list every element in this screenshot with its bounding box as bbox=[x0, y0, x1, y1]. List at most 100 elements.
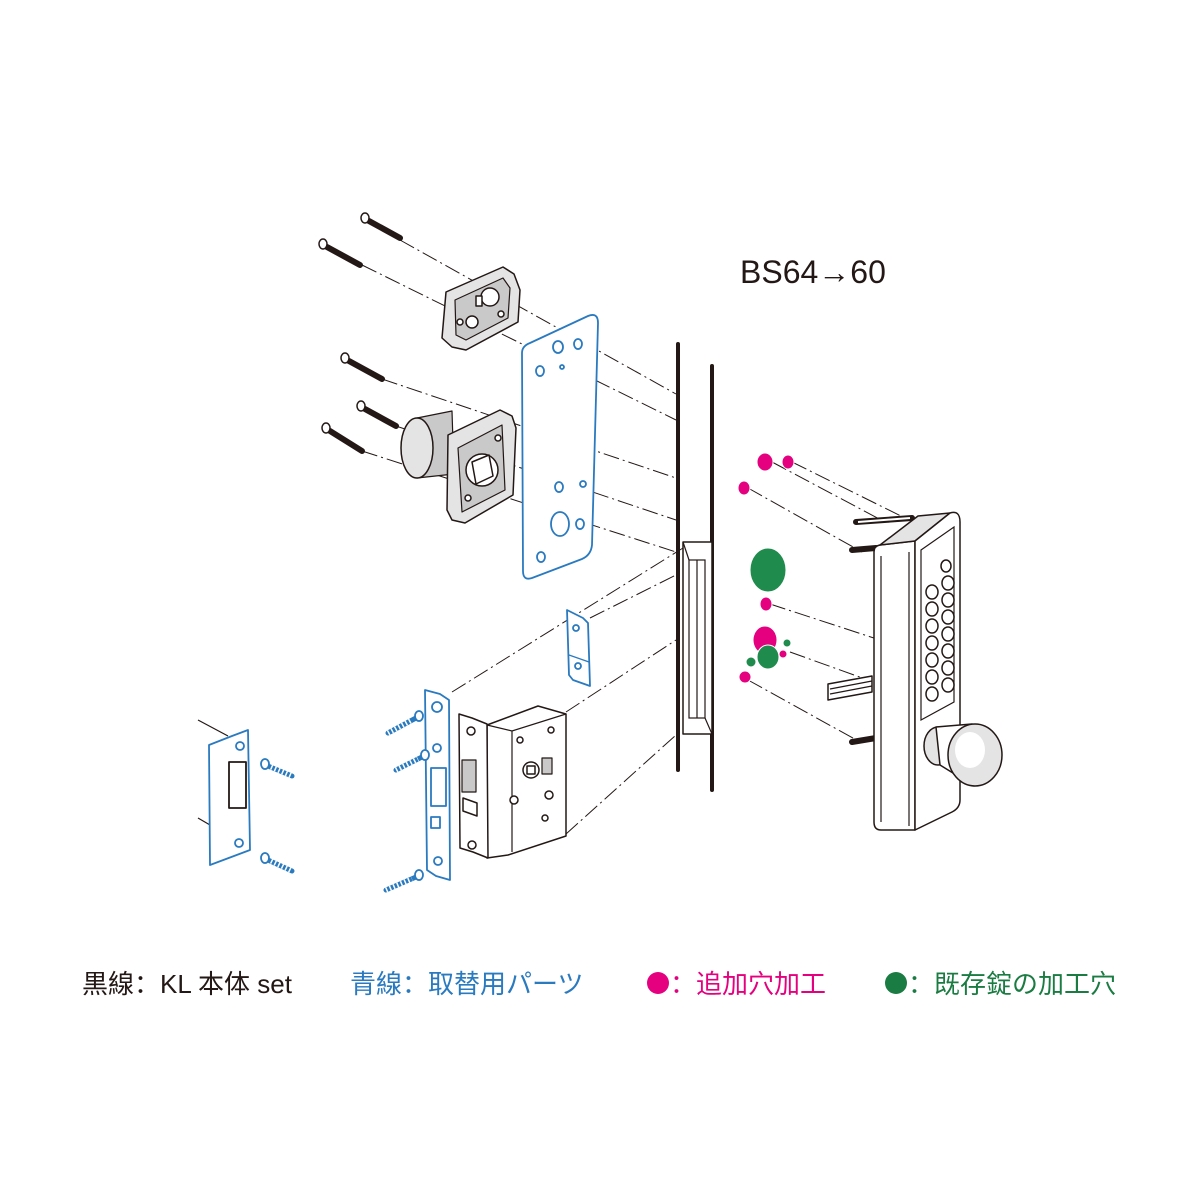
keypad-button bbox=[925, 618, 939, 634]
keypad-panel bbox=[920, 525, 955, 722]
plate-hole bbox=[536, 551, 546, 563]
guide-line bbox=[395, 425, 677, 521]
front-plate-hole bbox=[467, 840, 477, 850]
rosette-hole bbox=[480, 287, 500, 307]
spindle-line bbox=[829, 685, 873, 695]
middle-screws bbox=[321, 352, 399, 454]
screw-head bbox=[340, 352, 350, 364]
blue-strike-tongue bbox=[566, 609, 591, 687]
guide-line bbox=[769, 603, 881, 641]
knob-highlight bbox=[955, 732, 985, 768]
plate-hole bbox=[559, 364, 565, 370]
guide-line bbox=[789, 651, 869, 681]
plate-hole bbox=[575, 518, 585, 530]
screw-head bbox=[414, 869, 424, 881]
strike-tongue-fold bbox=[568, 654, 590, 663]
keypad-button bbox=[941, 575, 955, 591]
door-section bbox=[676, 342, 714, 792]
screw-head bbox=[414, 710, 424, 722]
frame-edge-line bbox=[197, 817, 211, 826]
mortise-lock bbox=[458, 705, 567, 859]
keypad-button bbox=[941, 592, 955, 608]
spindle-line bbox=[829, 680, 873, 690]
guide-line bbox=[399, 239, 677, 395]
top-rosette bbox=[441, 266, 521, 351]
guide-line bbox=[565, 639, 677, 713]
plate-hole bbox=[535, 365, 545, 377]
rosette-slot bbox=[475, 295, 483, 307]
blue-back-plate bbox=[521, 314, 599, 580]
face-plate-hole bbox=[432, 743, 442, 753]
top-screws bbox=[318, 212, 403, 268]
plate-spindle-hole bbox=[550, 511, 570, 537]
strike-tongue-outline bbox=[566, 609, 591, 687]
mounting-post-highlight bbox=[857, 517, 911, 523]
rosette-hole bbox=[456, 318, 464, 326]
keypad-lock bbox=[827, 511, 1003, 831]
guide-line bbox=[747, 487, 863, 553]
pocket-edge bbox=[704, 717, 713, 735]
screw-thread bbox=[394, 756, 420, 773]
mounting-post bbox=[849, 545, 879, 553]
keypad-button bbox=[925, 686, 939, 702]
plate-hole bbox=[579, 480, 587, 488]
keypad-button bbox=[941, 677, 955, 693]
face-plate-hole bbox=[431, 701, 443, 713]
strike-plate-hole bbox=[234, 838, 244, 848]
screw-shaft bbox=[362, 406, 399, 429]
blue-face-plate bbox=[424, 689, 451, 881]
mounting-post bbox=[849, 735, 879, 745]
strike-tongue-hole bbox=[574, 662, 582, 670]
blue-screw bbox=[260, 852, 295, 874]
screw-shaft bbox=[327, 428, 365, 454]
additional-hole-dot bbox=[737, 480, 751, 496]
keypad-button bbox=[925, 652, 939, 668]
back-plate-outline bbox=[521, 314, 599, 580]
guide-line bbox=[565, 734, 677, 835]
keypad-button bbox=[925, 601, 939, 617]
face-plate-hole bbox=[433, 856, 443, 866]
keypad-button bbox=[925, 669, 939, 685]
legend-green-dot bbox=[885, 972, 907, 994]
legend-additional-holes: ：追加穴加工 bbox=[670, 969, 826, 999]
keypad-button bbox=[925, 635, 939, 651]
rosette-hole bbox=[497, 310, 505, 318]
frame-edge-line bbox=[197, 719, 229, 737]
screw-thread bbox=[386, 717, 414, 736]
mounting-posts bbox=[827, 515, 915, 745]
existing-hole-dot bbox=[782, 638, 792, 648]
plate-hole bbox=[554, 481, 564, 493]
additional-hole-dot bbox=[781, 454, 795, 470]
face-plate-latch-opening bbox=[430, 767, 447, 807]
screw-head bbox=[356, 400, 366, 412]
screw-head bbox=[260, 852, 270, 864]
screw bbox=[360, 212, 403, 241]
legend-magenta-dot bbox=[647, 972, 669, 994]
screw-head bbox=[318, 238, 328, 250]
lock-case-hole bbox=[547, 726, 555, 734]
blue-screw bbox=[385, 710, 424, 736]
existing-hole-dot bbox=[756, 644, 780, 670]
blue-strike-plate bbox=[197, 719, 251, 866]
guide-line bbox=[747, 679, 861, 743]
screw-shaft bbox=[346, 358, 385, 382]
blue-face-plate-screws bbox=[383, 710, 430, 893]
rosette-hole bbox=[464, 494, 472, 502]
legend: 黒線：KL 本体 set 青線：取替用パーツ ：追加穴加工 ：既存錠の加工穴 bbox=[82, 969, 1116, 999]
blue-screw bbox=[393, 749, 430, 773]
blue-screw bbox=[260, 758, 295, 779]
keypad-button bbox=[940, 559, 952, 573]
lock-knob bbox=[923, 723, 1003, 787]
guide-line bbox=[791, 461, 906, 519]
pocket-edge bbox=[682, 541, 690, 561]
strike-plate-hole bbox=[235, 741, 245, 751]
keypad-button bbox=[941, 626, 955, 642]
additional-hole-dot bbox=[778, 649, 788, 659]
blue-strike-screws bbox=[260, 758, 295, 874]
screw-shaft bbox=[324, 244, 363, 268]
dead-latch bbox=[462, 797, 478, 817]
latch-bolt bbox=[461, 759, 477, 793]
guide-line bbox=[361, 264, 677, 421]
legend-existing-holes: ：既存錠の加工穴 bbox=[908, 969, 1116, 999]
